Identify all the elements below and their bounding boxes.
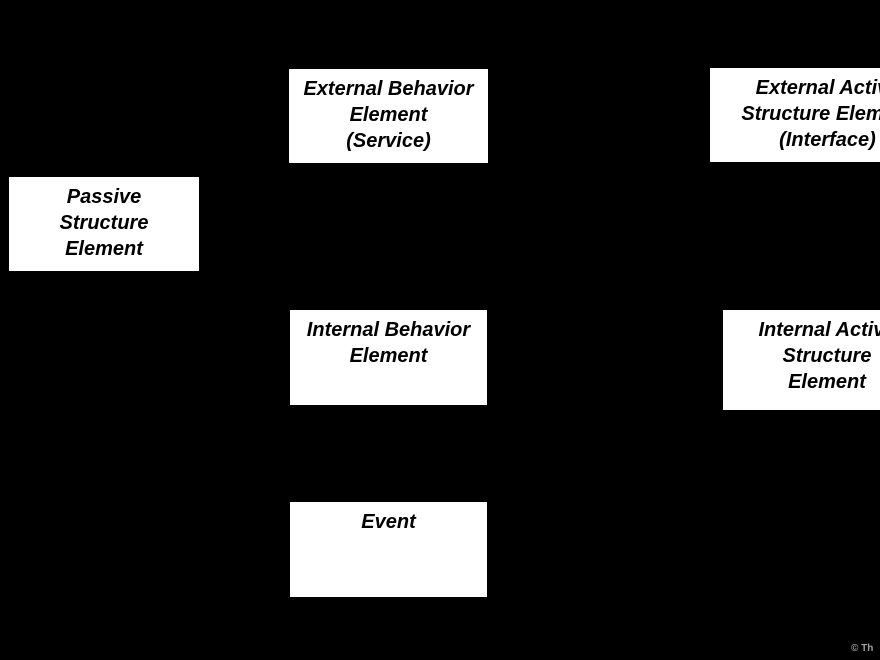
node-internal-behavior-element: Internal Behavior Element (290, 310, 487, 405)
node-external-behavior-element: External Behavior Element (Service) (289, 69, 488, 163)
node-internal-active-structure-element: Internal Active Structure Element (723, 310, 880, 410)
node-event: Event (290, 502, 487, 597)
copyright-watermark: © Th (851, 643, 874, 654)
node-external-active-structure-element: External Active Structure Element (Inter… (710, 68, 880, 162)
node-passive-structure-element: Passive Structure Element (9, 177, 199, 271)
